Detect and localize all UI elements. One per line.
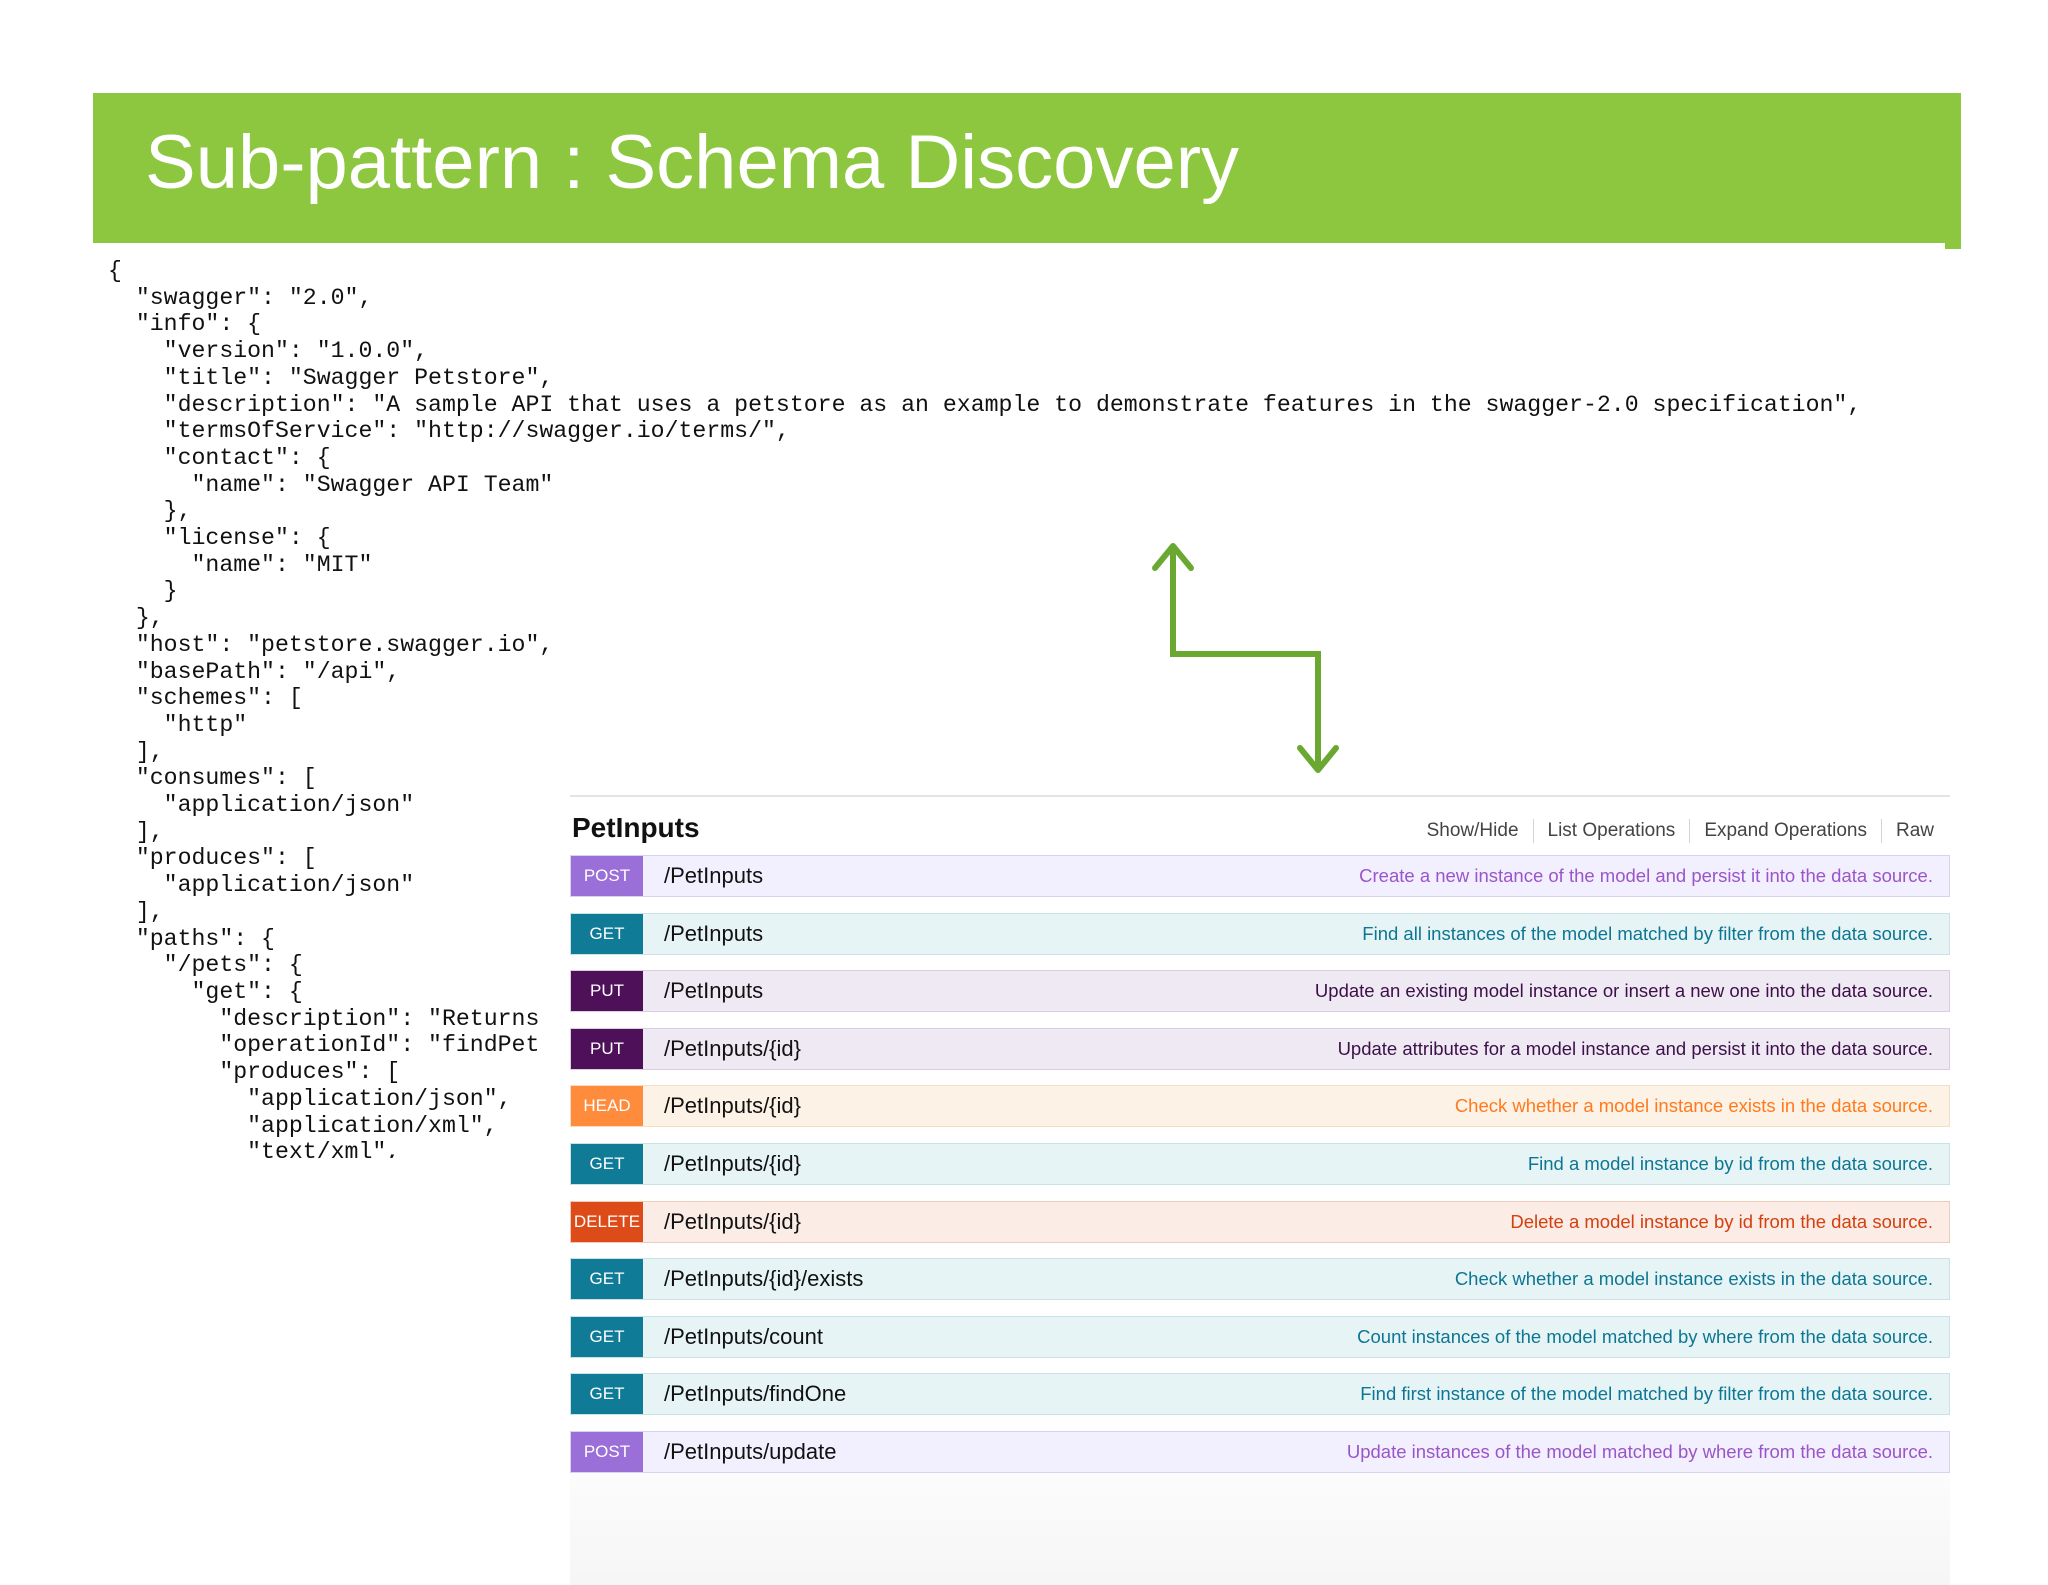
- operation-path[interactable]: /PetInputs/{id}: [664, 1208, 801, 1234]
- link-separator: [1532, 819, 1534, 843]
- operation-path[interactable]: /PetInputs: [664, 920, 764, 946]
- operation-row-delete-petinputs-id[interactable]: DELETE /PetInputs/{id} Delete a model in…: [570, 1200, 1950, 1243]
- operation-description[interactable]: Update instances of the model matched by…: [1346, 1440, 1933, 1462]
- link-separator: [1880, 819, 1882, 843]
- swagger-json-text: { "swagger": "2.0", "info": { "version":…: [108, 258, 1862, 1158]
- operation-description[interactable]: Check whether a model instance exists in…: [1454, 1095, 1933, 1117]
- operation-path[interactable]: /PetInputs/{id}: [664, 1035, 801, 1061]
- operation-row-head-petinputs-id[interactable]: HEAD /PetInputs/{id} Check whether a mod…: [570, 1085, 1950, 1128]
- operation-row-post-petinputs-update[interactable]: POST /PetInputs/update Update instances …: [570, 1430, 1950, 1473]
- panel-top-divider: [570, 795, 1950, 797]
- expand-operations-link[interactable]: Expand Operations: [1704, 820, 1867, 841]
- operation-row-put-petinputs-id[interactable]: PUT /PetInputs/{id} Update attributes fo…: [570, 1027, 1950, 1070]
- operation-path[interactable]: /PetInputs: [664, 978, 764, 1004]
- operation-row-get-petinputs-id-exists[interactable]: GET /PetInputs/{id}/exists Check whether…: [570, 1258, 1950, 1301]
- operation-path[interactable]: /PetInputs/{id}: [664, 1150, 801, 1176]
- link-separator: [1689, 819, 1691, 843]
- method-badge-get[interactable]: GET: [571, 913, 643, 954]
- method-badge-post[interactable]: POST: [571, 1431, 643, 1472]
- operation-path[interactable]: /PetInputs/{id}/exists: [664, 1266, 864, 1292]
- operation-description[interactable]: Find all instances of the model matched …: [1362, 922, 1933, 944]
- raw-link[interactable]: Raw: [1895, 820, 1934, 841]
- operation-description[interactable]: Update attributes for a model instance a…: [1337, 1037, 1933, 1059]
- method-badge-get[interactable]: GET: [571, 1143, 643, 1184]
- swagger-ui-panel: PetInputs Show/Hide List Operations Expa…: [570, 795, 1950, 1585]
- method-badge-head[interactable]: HEAD: [571, 1086, 643, 1127]
- show-hide-link[interactable]: Show/Hide: [1426, 820, 1519, 841]
- operation-description[interactable]: Find first instance of the model matched…: [1360, 1383, 1933, 1405]
- operation-description[interactable]: Count instances of the model matched by …: [1357, 1325, 1933, 1347]
- operation-path[interactable]: /PetInputs/update: [664, 1438, 837, 1464]
- operation-path[interactable]: /PetInputs/count: [664, 1323, 823, 1349]
- method-badge-get[interactable]: GET: [571, 1259, 643, 1300]
- resource-links: Show/Hide List Operations Expand Operati…: [1413, 819, 1934, 843]
- operations-list: POST /PetInputs Create a new instance of…: [570, 855, 1950, 1489]
- operation-description[interactable]: Update an existing model instance or ins…: [1314, 980, 1933, 1002]
- operation-description[interactable]: Create a new instance of the model and p…: [1359, 865, 1933, 886]
- method-badge-get[interactable]: GET: [571, 1316, 643, 1357]
- operation-path[interactable]: /PetInputs: [664, 863, 764, 888]
- operation-description[interactable]: Find a model instance by id from the dat…: [1527, 1152, 1933, 1174]
- json-code-block: { "swagger": "2.0", "info": { "version":…: [108, 258, 2008, 1158]
- operation-row-get-petinputs-count[interactable]: GET /PetInputs/count Count instances of …: [570, 1315, 1950, 1358]
- operation-row-get-petinputs-id[interactable]: GET /PetInputs/{id} Find a model instanc…: [570, 1142, 1950, 1185]
- operation-description[interactable]: Check whether a model instance exists in…: [1454, 1268, 1933, 1290]
- bidirectional-arrow-icon: [1152, 543, 1339, 773]
- method-badge-put[interactable]: PUT: [571, 971, 643, 1012]
- method-badge-get[interactable]: GET: [571, 1374, 643, 1415]
- method-badge-delete[interactable]: DELETE: [571, 1201, 643, 1242]
- list-operations-link[interactable]: List Operations: [1547, 820, 1676, 841]
- slide-title: Sub-pattern : Schema Discovery: [145, 120, 1240, 205]
- operation-row-get-petinputs[interactable]: GET /PetInputs Find all instances of the…: [570, 912, 1950, 955]
- operation-row-put-petinputs[interactable]: PUT /PetInputs Update an existing model …: [570, 970, 1950, 1013]
- operation-row-get-petinputs-findone[interactable]: GET /PetInputs/findOne Find first instan…: [570, 1373, 1950, 1416]
- operation-path[interactable]: /PetInputs/{id}: [664, 1093, 801, 1119]
- banner-edge: [1945, 243, 1961, 249]
- operation-row-post-petinputs[interactable]: POST /PetInputs Create a new instance of…: [570, 855, 1950, 897]
- resource-title[interactable]: PetInputs: [572, 812, 700, 843]
- operation-path[interactable]: /PetInputs/findOne: [664, 1381, 847, 1407]
- operation-description[interactable]: Delete a model instance by id from the d…: [1510, 1210, 1933, 1232]
- method-badge-put[interactable]: PUT: [571, 1028, 643, 1069]
- title-banner: Sub-pattern : Schema Discovery: [93, 93, 1961, 249]
- method-badge-post[interactable]: POST: [571, 856, 643, 896]
